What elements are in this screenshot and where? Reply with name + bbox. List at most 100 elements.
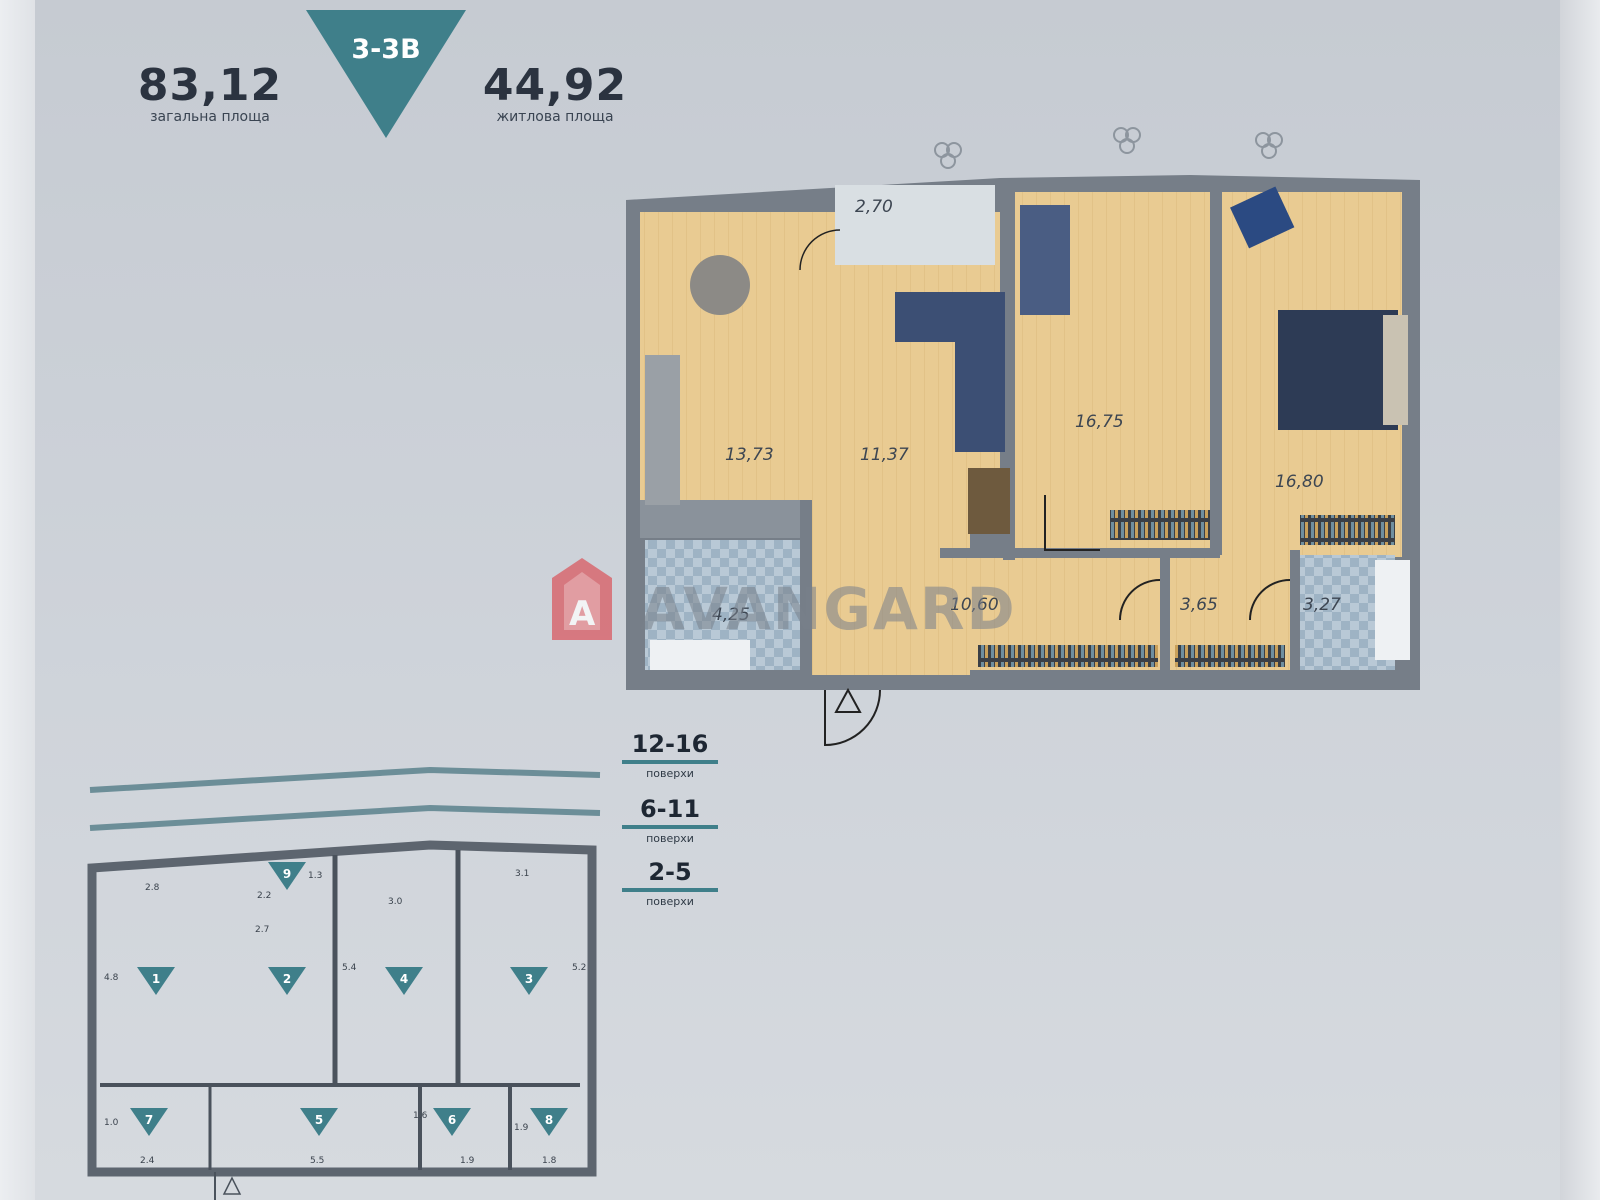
living-area-label: житлова площа bbox=[496, 109, 614, 125]
dim-3-0: 3.0 bbox=[388, 897, 403, 907]
schematic-facade-1 bbox=[89, 766, 601, 793]
kitchen-counter bbox=[645, 355, 680, 505]
floor-range-12-16: 12-16 поверхи bbox=[622, 730, 718, 780]
dim-2-2: 2.2 bbox=[257, 891, 271, 901]
schematic-markers bbox=[130, 862, 568, 1136]
bed-2-pillows bbox=[1383, 315, 1408, 425]
armchair bbox=[1230, 186, 1295, 249]
paper-left-edge bbox=[0, 0, 35, 1200]
floor-range-label: поверхи bbox=[646, 767, 694, 780]
total-area-value: 83,12 bbox=[137, 60, 283, 111]
sofa-chaise bbox=[955, 292, 1005, 452]
room-area-bathroom-1: 4,25 bbox=[712, 605, 750, 625]
bed-2 bbox=[1278, 310, 1398, 430]
bath-2-door-icon bbox=[1249, 579, 1291, 621]
marker-1: 1 bbox=[152, 972, 160, 986]
marker-4: 4 bbox=[400, 972, 408, 986]
dim-5-2: 5.2 bbox=[572, 963, 586, 973]
wall-bed1-bed2 bbox=[1210, 185, 1222, 555]
balcony-door-icon bbox=[799, 229, 841, 271]
floor-range-2-5: 2-5 поверхи bbox=[622, 858, 718, 908]
total-area-block: 83,12 загальна площа bbox=[130, 60, 290, 125]
bookshelf-corridor bbox=[1175, 645, 1285, 667]
entrance-door-icon bbox=[824, 689, 881, 747]
dim-4-8: 4.8 bbox=[104, 973, 119, 983]
desk bbox=[968, 468, 1010, 534]
wall-kitchen-bath bbox=[640, 500, 810, 538]
dim-1-9a: 1.9 bbox=[514, 1123, 529, 1133]
avangard-watermark: AVANGARD bbox=[640, 575, 1017, 643]
schematic-marker-labels: 1 2 3 4 5 6 7 8 9 bbox=[145, 867, 553, 1127]
floor-range-bar bbox=[622, 825, 718, 829]
apartment-plan: 2,70 13,73 11,37 16,75 16,80 4,25 10,60 … bbox=[626, 127, 1420, 747]
svg-text:A: A bbox=[569, 594, 596, 634]
floor-range-label: поверхи bbox=[646, 832, 694, 845]
dim-5-4: 5.4 bbox=[342, 963, 357, 973]
bookshelf-hall bbox=[978, 645, 1158, 667]
wall-hall-top bbox=[940, 548, 1220, 558]
dim-3-1: 3.1 bbox=[515, 869, 529, 879]
floor-range-bar bbox=[622, 888, 718, 892]
dim-2-8: 2.8 bbox=[145, 883, 160, 893]
floor-range-value: 2-5 bbox=[648, 858, 692, 886]
marker-8: 8 bbox=[545, 1113, 553, 1127]
schematic-entrance-icon bbox=[222, 1176, 242, 1195]
triangle-badge-icon bbox=[306, 10, 466, 138]
tree-icon bbox=[934, 142, 962, 169]
wall-bath-hall bbox=[800, 500, 812, 680]
living-area-block: 44,92 житлова площа bbox=[470, 60, 640, 125]
dim-2-7: 2.7 bbox=[255, 925, 269, 935]
dim-1-6: 1.6 bbox=[413, 1111, 428, 1121]
schematic-outer-wall bbox=[87, 840, 597, 1177]
avangard-logo-icon: A bbox=[552, 558, 612, 640]
floor-range-value: 6-11 bbox=[639, 795, 701, 823]
bookshelf-bed1 bbox=[1110, 510, 1210, 540]
room-area-kitchen: 13,73 bbox=[725, 445, 774, 465]
marker-2: 2 bbox=[283, 972, 291, 986]
floor-range-bar bbox=[622, 760, 718, 764]
room-area-bathroom-2: 3,27 bbox=[1303, 595, 1341, 615]
dim-1-3: 1.3 bbox=[308, 871, 322, 881]
room-area-bedroom-2: 16,80 bbox=[1275, 472, 1324, 492]
bathtub-2 bbox=[1375, 560, 1410, 660]
entrance-marker-icon bbox=[834, 687, 862, 713]
corridor-door-icon bbox=[1119, 579, 1161, 621]
paper-right-edge bbox=[1560, 0, 1600, 1200]
schematic-plan bbox=[87, 766, 601, 1200]
marker-9: 9 bbox=[283, 867, 291, 881]
tree-icon-2 bbox=[1113, 127, 1141, 154]
dim-2-4: 2.4 bbox=[140, 1156, 155, 1166]
marker-6: 6 bbox=[448, 1113, 456, 1127]
bookshelf-bed2 bbox=[1300, 515, 1395, 545]
dim-1-0: 1.0 bbox=[104, 1118, 119, 1128]
total-area-label: загальна площа bbox=[150, 109, 270, 125]
wall-bath2 bbox=[1290, 550, 1300, 675]
room-area-hall: 10,60 bbox=[950, 595, 999, 615]
hall-floor bbox=[810, 505, 970, 675]
room-area-bedroom-1: 16,75 bbox=[1075, 412, 1124, 432]
dim-1-9b: 1.9 bbox=[460, 1156, 475, 1166]
room-area-balcony: 2,70 bbox=[855, 197, 893, 217]
room-area-corridor: 3,65 bbox=[1180, 595, 1218, 615]
tree-icon-3 bbox=[1255, 132, 1283, 159]
bathtub-1 bbox=[650, 640, 750, 670]
room-area-living: 11,37 bbox=[860, 445, 909, 465]
apartment-code-badge: 3-3В bbox=[306, 10, 466, 140]
schematic-facade-2 bbox=[89, 804, 601, 831]
floor-range-6-11: 6-11 поверхи bbox=[622, 795, 718, 845]
schematic-dimensions: 2.8 2.2 1.3 2.7 3.0 3.1 4.8 5.4 5.2 1.0 … bbox=[104, 869, 586, 1166]
floor-range-value: 12-16 bbox=[631, 730, 709, 758]
dim-5-5: 5.5 bbox=[310, 1156, 324, 1166]
dim-1-8: 1.8 bbox=[542, 1156, 557, 1166]
marker-7: 7 bbox=[145, 1113, 153, 1127]
dining-table bbox=[690, 255, 750, 315]
marker-5: 5 bbox=[315, 1113, 323, 1127]
marker-3: 3 bbox=[525, 972, 533, 986]
bed-1 bbox=[1020, 205, 1070, 315]
apartment-code: 3-3В bbox=[351, 34, 421, 65]
wall-corridor bbox=[1160, 555, 1170, 675]
balcony-floor bbox=[835, 185, 995, 265]
living-area-value: 44,92 bbox=[482, 60, 628, 111]
floor-range-label: поверхи bbox=[646, 895, 694, 908]
